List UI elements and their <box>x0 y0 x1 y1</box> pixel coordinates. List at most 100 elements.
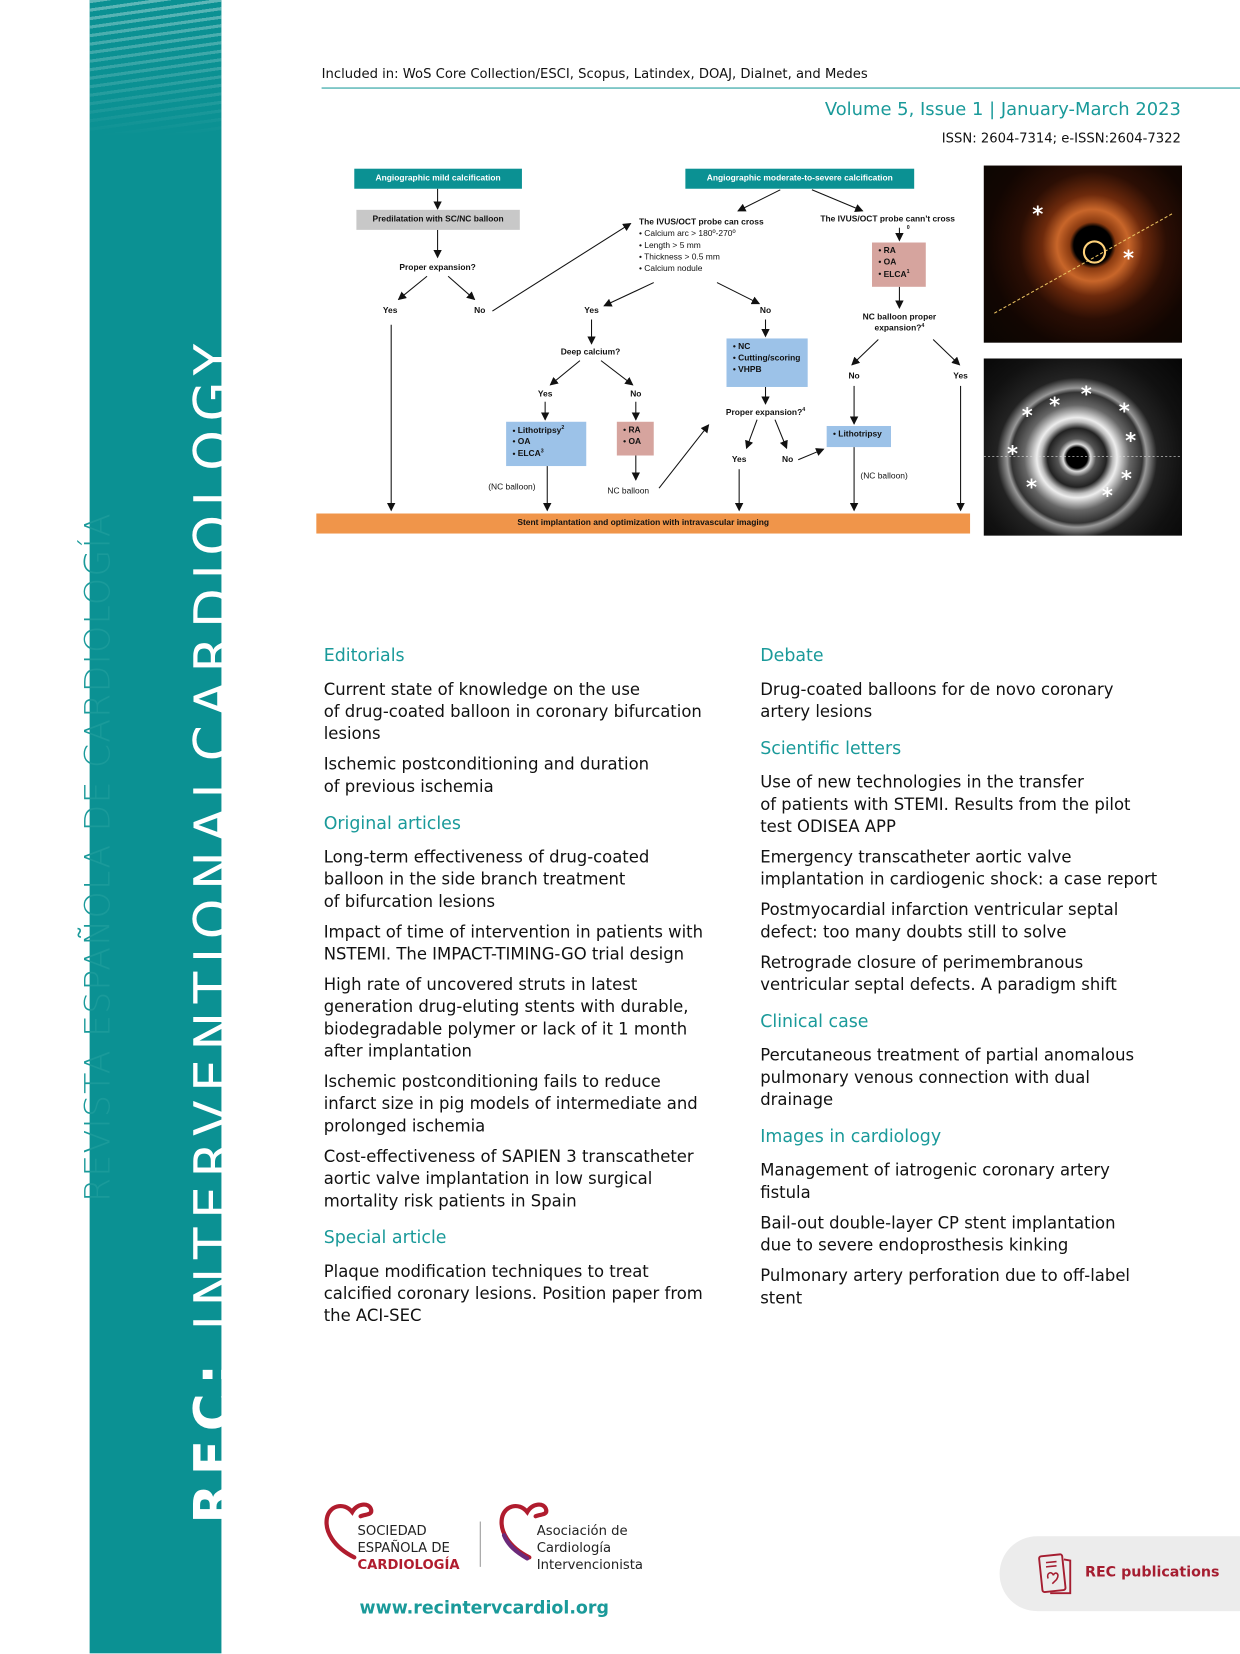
sidebar-band <box>89 0 222 1654</box>
ivus-image: * * * * * * * * * <box>983 358 1183 536</box>
article-link[interactable]: Current state of knowledge on the use of… <box>323 680 702 744</box>
section-heading: Special article <box>323 1227 447 1248</box>
section-heading: Images in cardiology <box>760 1126 942 1147</box>
article-link[interactable]: Ischemic postconditioning fails to reduc… <box>323 1072 698 1136</box>
article-link[interactable]: Bail-out double-layer CP stent implantat… <box>760 1213 1116 1255</box>
nc-balloon-note: (NC balloon) <box>860 471 908 481</box>
journal-title-bold: REC: <box>183 1355 244 1524</box>
no-label: No <box>630 389 642 399</box>
website-link[interactable]: www.recintervcardiol.org <box>359 1597 609 1618</box>
article-link[interactable]: Emergency transcatheter aortic valve imp… <box>760 847 1158 889</box>
article-link[interactable]: Long-term effectiveness of drug-coated b… <box>323 847 650 912</box>
header-divider <box>321 87 1240 89</box>
asterisk-marker: * <box>1118 398 1130 424</box>
criterion: Calcium arc > 180º-270º <box>639 228 764 240</box>
article-link[interactable]: Postmyocardial infarction ventricular se… <box>760 900 1119 942</box>
no-label: No <box>474 305 486 316</box>
ra-oa-elca-box: RA OA ELCA1 <box>872 242 926 287</box>
asterisk-marker: * <box>1125 428 1137 454</box>
yes-label: Yes <box>731 454 747 464</box>
aci-line2: Cardiología <box>536 1539 612 1556</box>
issn: ISSN: 2604-7314; e-ISSN:2604-7322 <box>941 129 1181 146</box>
yes-label: Yes <box>382 305 398 316</box>
flowchart-arrows <box>386 188 965 512</box>
oct-image: * * <box>983 165 1183 343</box>
proper-expansion-text: Proper expansion? <box>725 407 803 418</box>
probe-can-cross-title: The IVUS/OCT probe can cross <box>638 217 764 227</box>
guidewire-line <box>994 212 1174 314</box>
nc: NC <box>733 342 808 353</box>
elca-text: ELCA <box>517 449 541 459</box>
vhpb: VHPB <box>733 364 808 375</box>
criterion: Calcium nodule <box>639 263 764 275</box>
no-label: No <box>782 454 794 464</box>
asterisk-marker: * <box>1120 466 1132 492</box>
article-link[interactable]: Retrograde closure of perimembranous ven… <box>760 953 1117 995</box>
logo-divider <box>479 1521 481 1567</box>
article-link[interactable]: Cost-effectiveness of SAPIEN 3 transcath… <box>323 1147 694 1211</box>
contents-left-column: Editorials Current state of knowledge on… <box>324 645 735 1336</box>
moderate-calcification-box: Angiographic moderate-to-severe calcific… <box>685 168 915 189</box>
mild-calcification-box: Angiographic mild calcification <box>354 168 522 189</box>
nc-balloon-proper-expansion: NC balloon proper expansion?4 <box>863 312 937 335</box>
lithotripsy-box: Lithotripsy <box>826 425 891 448</box>
section-heading: Editorials <box>323 645 405 666</box>
footnote-1: 1 <box>906 268 910 275</box>
no-label: No <box>848 371 860 381</box>
footnote-0: 0 <box>906 224 910 231</box>
article-link[interactable]: Use of new technologies in the transfer … <box>760 772 1131 837</box>
sec-line3: CARDIOLOGÍA <box>357 1556 460 1573</box>
article-link[interactable]: Ischemic postconditioning and duration o… <box>323 754 650 797</box>
footnote-3: 3 <box>540 448 544 455</box>
section-heading: Clinical case <box>760 1011 869 1032</box>
probe-cannot-cross: The IVUS/OCT probe cann't cross <box>820 214 955 224</box>
stent-implantation-bar: Stent implantation and optimization with… <box>316 513 971 534</box>
section-heading: Scientific letters <box>760 738 902 759</box>
article-link[interactable]: Pulmonary artery perforation due to off-… <box>760 1266 1131 1308</box>
aci-logo[interactable]: Asociación de Cardiología Intervencionis… <box>498 1499 646 1573</box>
nc-balloon-label: NC balloon <box>607 486 650 496</box>
measurement-line <box>983 456 1183 457</box>
elca: ELCA3 <box>512 448 586 460</box>
article-link[interactable]: Impact of time of intervention in patien… <box>323 922 704 964</box>
article-link[interactable]: Plaque modification techniques to treat … <box>323 1262 703 1326</box>
asterisk-marker: * <box>1021 402 1033 429</box>
article-link[interactable]: Drug-coated balloons for de novo coronar… <box>760 680 1114 722</box>
article-link[interactable]: Management of iatrogenic coronary artery… <box>760 1160 1110 1203</box>
asterisk-marker: * <box>1080 381 1092 408</box>
asterisk-marker: * <box>1049 392 1061 418</box>
spanish-title: REVISTA ESPAÑOLA DE CARDIOLOGÍA <box>76 512 119 1203</box>
yes-label: Yes <box>537 389 553 399</box>
rec-publications-label[interactable]: REC publications <box>1084 1563 1220 1581</box>
publication-icon <box>1038 1553 1072 1595</box>
article-link[interactable]: High rate of uncovered struts in latest … <box>323 975 689 1061</box>
section-heading: Original articles <box>323 812 461 833</box>
deep-calcium-label: Deep calcium? <box>560 346 621 357</box>
expansion-q: expansion? <box>874 323 922 334</box>
sec-line2: ESPAÑOLA DE <box>357 1539 450 1556</box>
lithotripsy-oa-elca-box: Lithotripsy2 OA ELCA3 <box>506 421 587 467</box>
asterisk-marker: * <box>1006 440 1019 467</box>
asterisk-marker: * <box>1101 482 1113 509</box>
article-link[interactable]: Percutaneous treatment of partial anomal… <box>760 1045 1135 1110</box>
sec-logo[interactable]: SOCIEDAD ESPAÑOLA DE CARDIOLOGÍA <box>323 1499 471 1573</box>
footnote-2: 2 <box>561 424 565 432</box>
probe-can-cross: The IVUS/OCT probe can cross Calcium arc… <box>639 216 764 274</box>
volume-issue: Volume 5, Issue 1 | January-March 2023 <box>824 99 1181 121</box>
rec-publications-button[interactable] <box>999 1536 1240 1612</box>
no-label: No <box>759 305 772 316</box>
asterisk-marker: * <box>1025 474 1037 500</box>
criterion: Thickness > 0.5 mm <box>639 251 764 263</box>
contents-right-column: Debate Drug-coated balloons for de novo … <box>760 645 1171 1318</box>
aci-line1: Asociación de <box>536 1522 628 1539</box>
criterion: Length > 5 mm <box>639 239 764 251</box>
oa: OA <box>878 257 925 268</box>
yes-label: Yes <box>584 305 599 316</box>
lithotripsy: Lithotripsy2 <box>512 425 586 437</box>
stripe-pattern <box>89 0 222 138</box>
oa: OA <box>512 437 586 448</box>
ra: RA <box>878 246 925 257</box>
ra-oa-box: RA OA <box>616 421 654 456</box>
yes-label: Yes <box>953 371 968 381</box>
